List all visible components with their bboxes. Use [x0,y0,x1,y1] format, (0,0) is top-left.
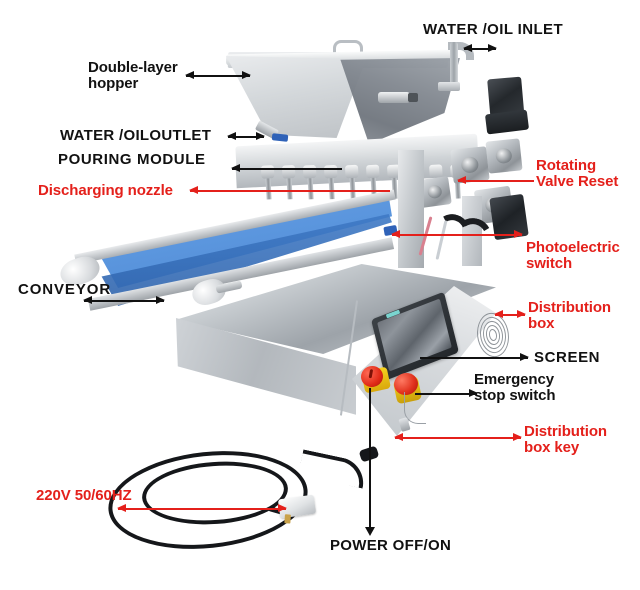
discharging-nozzle [323,164,339,200]
nozzle-stem [286,178,293,200]
label-power-off-on: POWER OFF/ON [330,537,452,554]
rotating-valve-motor-base [484,109,530,135]
label-photoelectric-switch: Photoelectric switch [526,239,620,273]
nozzle-stem [265,178,272,200]
nozzle-cap [344,164,359,179]
label-distribution-box-key: Distribution box key [524,423,607,457]
nozzle-stem [307,178,314,200]
discharging-nozzle [344,164,360,200]
nozzle-cap [323,164,338,179]
gearbox-mid [485,138,523,174]
label-double-layer-hopper: Double-layer hopper [88,59,178,93]
inlet-pipe [450,42,458,86]
label-discharging-nozzle: Discharging nozzle [38,182,173,199]
hopper-adjust-knob [378,92,418,103]
gearbox-hub [460,155,480,175]
fan-grille-ring [472,308,514,362]
nozzle-cap [429,164,443,178]
machine-frame-column-right [462,196,482,266]
gearbox-hub [495,147,513,165]
label-conveyor: CONVEYOR [18,281,112,298]
nozzle-cap [302,164,317,179]
distribution-box-key-chain [404,392,426,424]
leader-power-off-on [365,388,375,536]
discharging-nozzle [260,165,276,200]
label-water-oil-outlet: WATER /OILOUTLET [60,127,212,144]
nozzle-stem [328,178,335,200]
discharging-nozzle [302,164,318,200]
inlet-flange [438,82,460,91]
hopper-handle [333,40,363,56]
label-distribution-box: Distribution box [528,299,611,333]
outlet-valve-blue-tip [271,133,289,142]
nozzle-stem [349,177,356,200]
label-emergency-stop-switch: Emergency stop switch [474,371,556,405]
label-rotating-valve-reset: Rotating Valve Reset [536,157,619,191]
label-water-oil-inlet: WATER /OIL INLET [423,21,564,38]
power-cord-entry [298,449,368,489]
gearbox-hub [426,184,444,200]
label-voltage-rating: 220V 50/60HZ [36,487,132,504]
label-screen: SCREEN [534,349,601,366]
nozzle-cap [365,164,380,179]
discharging-nozzle [281,165,297,200]
label-pouring-module: POURING MODULE [58,151,206,168]
